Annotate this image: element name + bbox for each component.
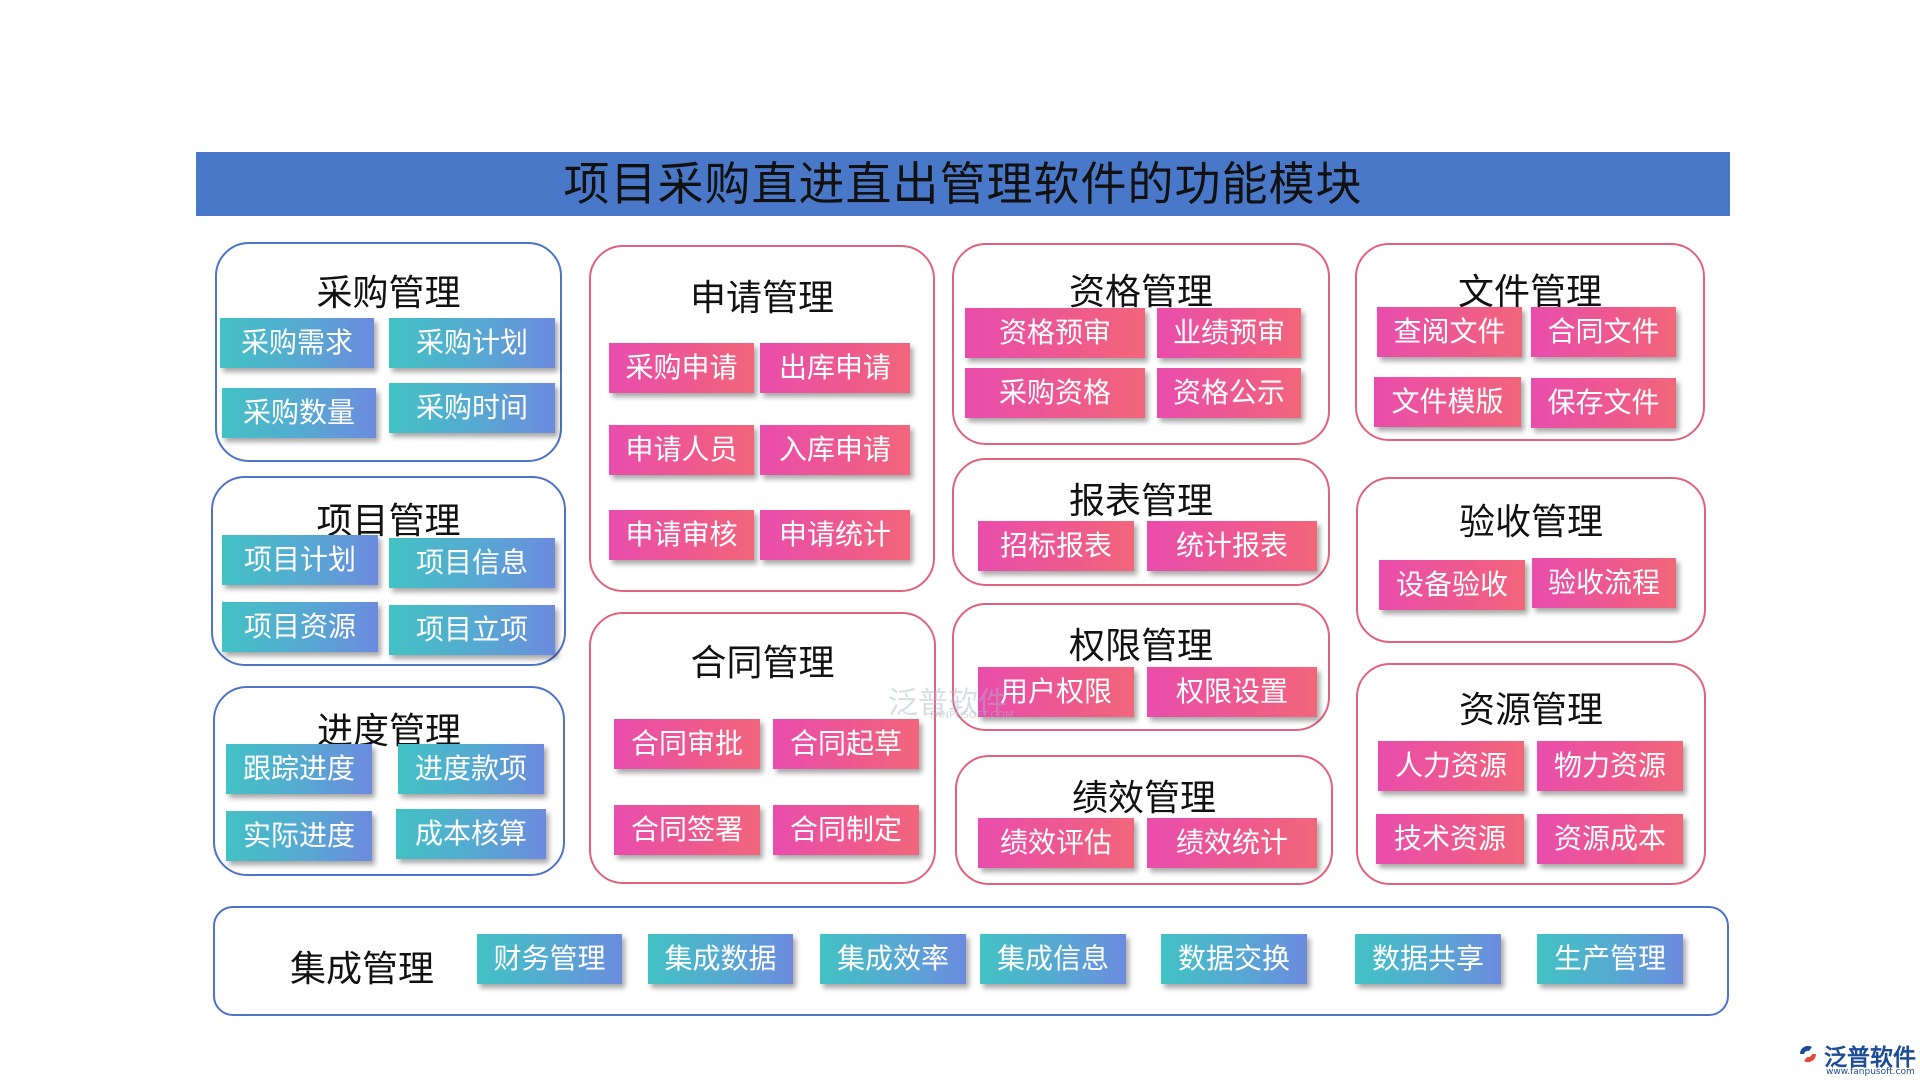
button-purchase-plan[interactable]: 采购计划: [389, 318, 555, 368]
button-data-exchange[interactable]: 数据交换: [1161, 934, 1307, 984]
button-performance-evaluation[interactable]: 绩效评估: [978, 818, 1134, 868]
logo-name: 泛普软件: [1824, 1045, 1916, 1071]
module-integration-title: 集成管理: [290, 949, 435, 990]
module-contract-title: 合同管理: [690, 643, 835, 684]
module-application-title: 申请管理: [689, 278, 834, 319]
button-performance-prereview[interactable]: 业绩预审: [1157, 308, 1301, 358]
button-tender-report[interactable]: 招标报表: [978, 521, 1134, 571]
button-resource-cost[interactable]: 资源成本: [1537, 814, 1683, 864]
button-contract-formulation[interactable]: 合同制定: [773, 805, 919, 855]
module-qualification-title: 资格管理: [1068, 272, 1213, 313]
button-project-info[interactable]: 项目信息: [389, 538, 555, 588]
logo-url: www.fanpusoft.com: [1826, 1067, 1915, 1077]
button-technical-resource[interactable]: 技术资源: [1376, 814, 1524, 864]
button-progress-tracking[interactable]: 跟踪进度: [226, 744, 372, 794]
button-document-template[interactable]: 文件模版: [1374, 377, 1521, 427]
button-purchase-demand[interactable]: 采购需求: [220, 318, 374, 368]
module-document-title: 文件管理: [1457, 272, 1602, 313]
module-performance-title: 绩效管理: [1071, 778, 1216, 819]
button-save-document[interactable]: 保存文件: [1531, 378, 1676, 428]
button-acceptance-process[interactable]: 验收流程: [1532, 558, 1676, 608]
module-resource-title: 资源管理: [1458, 690, 1603, 731]
button-progress-payment[interactable]: 进度款项: [398, 744, 544, 794]
button-user-permission[interactable]: 用户权限: [978, 667, 1134, 717]
button-integration-data[interactable]: 集成数据: [648, 934, 793, 984]
button-purchase-qualification[interactable]: 采购资格: [965, 368, 1145, 418]
button-human-resource[interactable]: 人力资源: [1378, 741, 1524, 791]
button-applicant[interactable]: 申请人员: [609, 425, 754, 475]
button-purchase-application[interactable]: 采购申请: [609, 343, 754, 393]
module-report-title: 报表管理: [1068, 481, 1213, 522]
button-permission-settings[interactable]: 权限设置: [1147, 667, 1317, 717]
button-production-management[interactable]: 生产管理: [1537, 934, 1683, 984]
button-contract-draft[interactable]: 合同起草: [773, 719, 919, 769]
button-data-sharing[interactable]: 数据共享: [1355, 934, 1501, 984]
button-finance-management[interactable]: 财务管理: [477, 934, 622, 984]
module-permission-title: 权限管理: [1068, 626, 1213, 667]
button-purchase-time[interactable]: 采购时间: [389, 383, 555, 433]
button-purchase-quantity[interactable]: 采购数量: [222, 388, 376, 438]
button-integration-info[interactable]: 集成信息: [980, 934, 1126, 984]
fanpu-logo-icon: [1799, 1045, 1817, 1063]
button-view-document[interactable]: 查阅文件: [1377, 307, 1522, 357]
button-contract-approval[interactable]: 合同审批: [614, 719, 760, 769]
button-progress-actual[interactable]: 实际进度: [226, 811, 372, 861]
button-statistics-report[interactable]: 统计报表: [1147, 521, 1317, 571]
button-application-stats[interactable]: 申请统计: [760, 510, 910, 560]
button-project-resource[interactable]: 项目资源: [222, 602, 378, 652]
button-project-plan[interactable]: 项目计划: [222, 535, 378, 585]
button-material-resource[interactable]: 物力资源: [1537, 741, 1683, 791]
button-qualification-publicity[interactable]: 资格公示: [1157, 368, 1301, 418]
button-application-review[interactable]: 申请审核: [609, 510, 754, 560]
button-contract-signing[interactable]: 合同签署: [614, 805, 760, 855]
watermark-url: FANPUSOFT.COM: [930, 710, 1014, 721]
page-title: 项目采购直进直出管理软件的功能模块: [196, 152, 1730, 216]
button-project-initiation[interactable]: 项目立项: [389, 605, 555, 655]
button-equipment-acceptance[interactable]: 设备验收: [1379, 560, 1525, 610]
button-qualification-prereview[interactable]: 资格预审: [965, 308, 1145, 358]
module-integration: [213, 906, 1729, 1016]
button-performance-stats[interactable]: 绩效统计: [1147, 818, 1317, 868]
button-outbound-application[interactable]: 出库申请: [760, 343, 910, 393]
module-acceptance-title: 验收管理: [1458, 502, 1603, 543]
module-purchase-title: 采购管理: [316, 273, 461, 314]
button-inbound-application[interactable]: 入库申请: [760, 425, 910, 475]
button-contract-document[interactable]: 合同文件: [1531, 307, 1676, 357]
button-integration-efficiency[interactable]: 集成效率: [820, 934, 966, 984]
watermark: 泛普软件: [888, 686, 1008, 721]
button-progress-cost[interactable]: 成本核算: [396, 809, 546, 859]
